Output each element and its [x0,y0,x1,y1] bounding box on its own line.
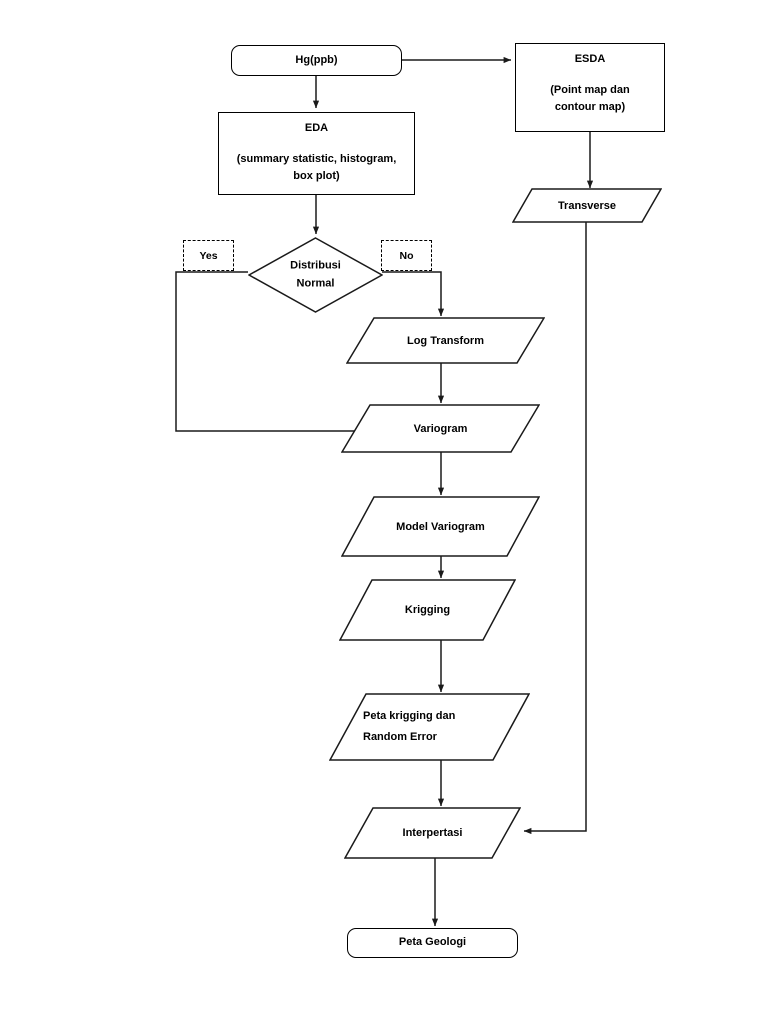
node-distribusi-normal[interactable]: Distribusi Normal [247,237,384,313]
edge-label-yes-text: Yes [199,249,218,262]
node-variogram[interactable]: Variogram [340,404,541,453]
parallelogram-shape [343,807,522,859]
parallelogram-shape [345,317,546,364]
edge-decision-no-to-log-transform [382,271,445,317]
node-transverse[interactable]: Transverse [511,188,663,223]
node-variogram-label: Variogram [413,422,468,435]
node-log-transform[interactable]: Log Transform [345,317,546,364]
diamond-shape [247,237,384,313]
parallelogram-shape [328,693,531,761]
node-peta-geologi[interactable]: Peta Geologi [347,928,518,958]
node-hg-ppb[interactable]: Hg(ppb) [231,45,402,76]
node-esda[interactable]: ESDA (Point map dan contour map) [515,43,665,132]
node-model-variogram-label: Model Variogram [396,520,485,533]
node-hg-ppb-label: Hg(ppb) [295,53,338,66]
node-log-transform-label: Log Transform [406,334,484,347]
node-peta-krigging[interactable]: Peta krigging dan Random Error [328,693,531,761]
node-krigging[interactable]: Krigging [338,579,517,641]
parallelogram-shape [340,496,541,557]
node-interpertasi[interactable]: Interpertasi [343,807,522,859]
node-peta-krigging-label: Peta krigging dan Random Error [363,710,456,743]
edge-label-no-text: No [399,249,414,262]
node-eda-title: EDA [304,122,329,134]
node-esda-detail: (Point map dan contour map) [550,84,630,114]
parallelogram-shape [338,579,517,641]
node-eda-detail: (summary statistic, histogram, box plot) [236,153,397,183]
node-interpertasi-label: Interpertasi [402,827,463,839]
parallelogram-shape [511,188,663,223]
node-peta-geologi-label: Peta Geologi [398,936,467,949]
node-distribusi-normal-label: Distribusi Normal [290,259,341,289]
node-transverse-label: Transverse [557,199,617,212]
node-esda-title: ESDA [574,53,606,65]
node-krigging-label: Krigging [404,604,451,616]
edge-label-no: No [381,240,432,271]
node-model-variogram[interactable]: Model Variogram [340,496,541,557]
edge-label-yes: Yes [183,240,234,271]
node-eda[interactable]: EDA (summary statistic, histogram, box p… [218,112,415,195]
parallelogram-shape [340,404,541,453]
